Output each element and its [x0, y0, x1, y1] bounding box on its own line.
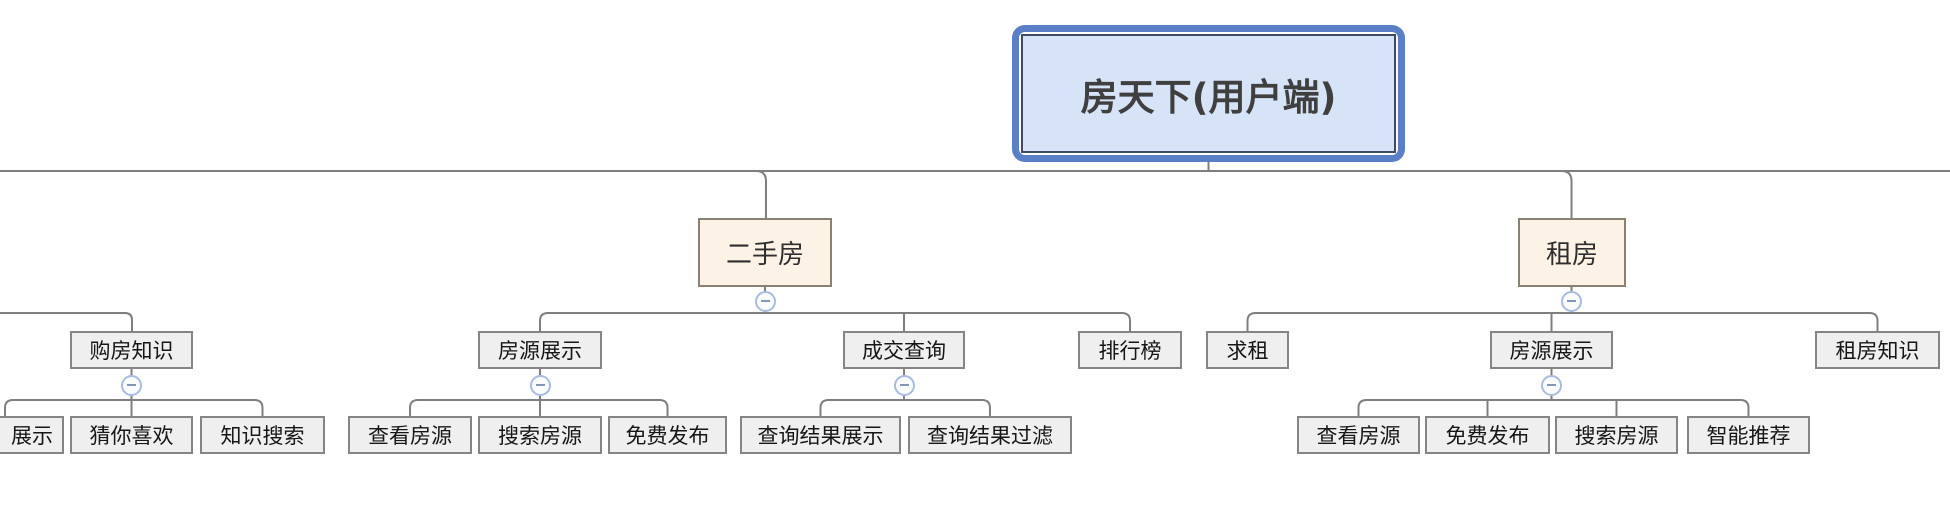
node-zufangzhishi[interactable]: 租房知识	[1815, 331, 1940, 369]
collapse-icon-fangyuanzhanshi-esf[interactable]	[529, 374, 551, 396]
collapse-icon-ershoufang[interactable]	[754, 290, 776, 312]
node-chakanfangyuan-zf[interactable]: 查看房源	[1297, 416, 1420, 454]
node-qiuzu[interactable]: 求租	[1206, 331, 1289, 369]
node-fangyuanzhanshi-esf[interactable]: 房源展示	[478, 331, 602, 369]
collapse-icon-goufangzhishi[interactable]	[121, 374, 142, 396]
collapse-icon-fangyuanzhanshi-zf[interactable]	[1541, 374, 1562, 396]
connector-clipped-branch	[0, 312, 133, 331]
connector-fyzs-zf-bus	[1357, 399, 1750, 416]
node-chakanfangyuan-esf[interactable]: 查看房源	[348, 416, 472, 454]
node-chaxunjieguozhanshi[interactable]: 查询结果展示	[740, 416, 901, 454]
node-mianfeifabu-zf[interactable]: 免费发布	[1425, 416, 1550, 454]
node-sousuofangyuan-esf[interactable]: 搜索房源	[478, 416, 602, 454]
node-cainixihuan[interactable]: 猜你喜欢	[70, 416, 193, 454]
node-goufangzhishi[interactable]: 购房知识	[70, 331, 193, 369]
node-fangyuanzhanshi-zf[interactable]: 房源展示	[1490, 331, 1613, 369]
collapse-icon-chengjiaochaxun[interactable]	[893, 374, 915, 396]
node-ershoufang[interactable]: 二手房	[698, 218, 832, 287]
connector-chengjiao-bus	[819, 399, 991, 416]
node-root[interactable]: 房天下(用户端)	[1021, 34, 1396, 153]
node-root-selection-ring: 房天下(用户端)	[1012, 25, 1405, 162]
connector-fyzs-esf-bus	[409, 399, 669, 416]
connector-ershoufang-bus	[539, 312, 1131, 331]
connector-goufangzhishi-bus	[4, 399, 264, 416]
node-sousuofangyuan-zf[interactable]: 搜索房源	[1555, 416, 1678, 454]
collapse-icon-zufang[interactable]	[1561, 290, 1582, 312]
node-zhanshi-clipped[interactable]: 展示	[0, 416, 64, 454]
node-zhishisousuo[interactable]: 知识搜索	[200, 416, 325, 454]
connector-drop-zufang	[1561, 170, 1573, 218]
node-zhinengtuijian[interactable]: 智能推荐	[1687, 416, 1810, 454]
node-zufang[interactable]: 租房	[1518, 218, 1626, 287]
node-chaxunjieguoguolv[interactable]: 查询结果过滤	[908, 416, 1072, 454]
node-chengjiaochaxun[interactable]: 成交查询	[843, 331, 965, 369]
connector-drop-ershoufang	[755, 170, 767, 218]
node-paihangbang[interactable]: 排行榜	[1078, 331, 1182, 369]
node-mianfeifabu-esf[interactable]: 免费发布	[608, 416, 727, 454]
connector-zufang-bus	[1246, 312, 1879, 331]
